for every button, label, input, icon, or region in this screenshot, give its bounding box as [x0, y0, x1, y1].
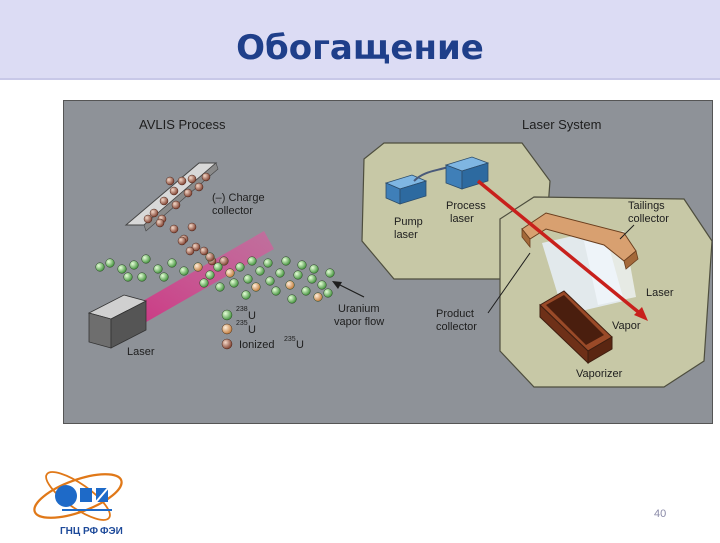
- legend-u238-sup: 238: [236, 306, 248, 313]
- avlis-diagram: AVLIS Process Laser System Laser: [63, 100, 713, 424]
- logo-left-text: ГНЦ РФ: [60, 526, 99, 537]
- legend-ionized-marker: [221, 338, 233, 350]
- vapor-flow-arrow: [335, 282, 365, 298]
- tailings-collector-line1: Tailings: [628, 200, 665, 212]
- legend-ionized-suffix: U: [296, 339, 304, 351]
- legend-ionized-label: Ionized: [239, 339, 274, 351]
- process-laser-line2: laser: [450, 213, 474, 225]
- charge-collector-label-line1: (–) Charge: [212, 192, 265, 204]
- logo-block-1: [80, 488, 92, 502]
- product-collector-line1: Product: [436, 308, 474, 320]
- laser-right-label: Laser: [646, 287, 674, 299]
- uranium-vapor-flow-line1: Uranium: [338, 303, 380, 315]
- avlis-process-title: AVLIS Process: [139, 117, 226, 132]
- laser-box: [87, 294, 148, 349]
- logo-nucleus: [55, 485, 77, 507]
- logo-right-text: ФЭИ: [100, 526, 123, 537]
- vapor-label: Vapor: [612, 320, 641, 332]
- page-number: 40: [654, 508, 667, 520]
- process-laser-line1: Process: [446, 200, 486, 212]
- legend-u235-label: U: [248, 324, 256, 336]
- product-collector-line2: collector: [436, 321, 477, 333]
- process-laser-beam: [476, 179, 644, 317]
- tailings-collector-leader: [619, 224, 635, 240]
- legend-u238-marker: [221, 309, 233, 321]
- vapor-atoms: [95, 252, 335, 304]
- tailings-collector-line2: collector: [628, 213, 669, 225]
- legend-u235-sup: 235: [236, 320, 248, 327]
- isotope-legend: 238 U 235 U Ionized 235 U: [221, 306, 304, 351]
- title-band: [0, 0, 720, 80]
- logo-orbit-2: [45, 471, 111, 521]
- charge-collector-label-line2: collector: [212, 205, 253, 217]
- logo-orbit-1: [33, 473, 123, 519]
- laser-label: Laser: [127, 346, 155, 358]
- logo-slash: [95, 487, 109, 503]
- product-collector-leader: [487, 252, 531, 314]
- process-laser-beam-arrowhead: [634, 307, 648, 321]
- vaporizer-label: Vaporizer: [576, 368, 623, 380]
- uranium-vapor-flow-line2: vapor flow: [334, 316, 384, 328]
- legend-ionized-sup: 235: [284, 336, 296, 343]
- laser-cable: [413, 166, 449, 182]
- institute-logo: ГНЦ РФ ФЭИ: [26, 450, 141, 538]
- vapor-flow-arrowhead: [332, 281, 342, 289]
- ionized-atoms-collector: [143, 172, 211, 224]
- legend-u235-marker: [221, 323, 233, 335]
- slide-title: Обогащение: [236, 28, 484, 68]
- laser-system-title: Laser System: [522, 117, 601, 132]
- legend-u238-label: U: [248, 310, 256, 322]
- tailings-collector: [521, 212, 639, 270]
- vaporizer: [539, 290, 613, 365]
- laser-beam: [122, 231, 274, 329]
- ionized-atoms-rising: [155, 218, 217, 266]
- pump-laser-line1: Pump: [394, 216, 423, 228]
- logo-underline: [62, 509, 112, 511]
- pump-laser-line2: laser: [394, 229, 418, 241]
